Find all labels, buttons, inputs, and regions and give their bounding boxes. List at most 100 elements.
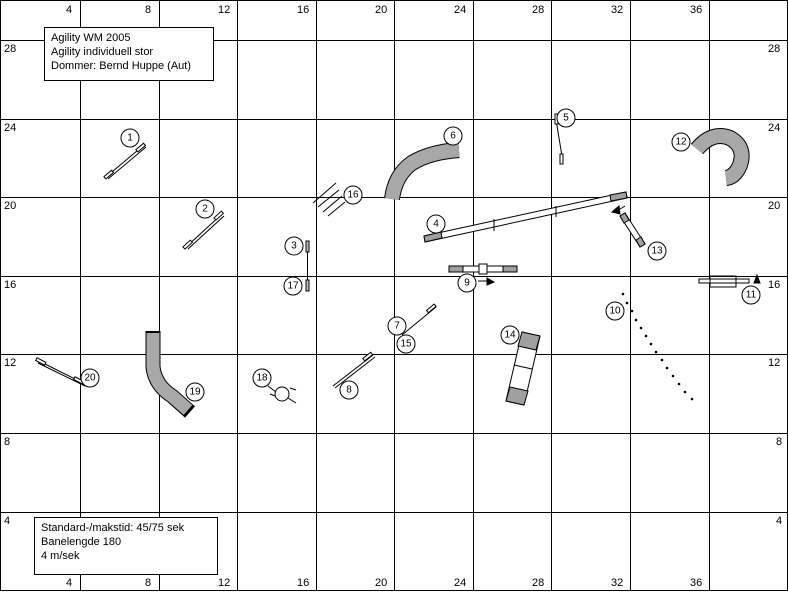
axis-left-label: 8 xyxy=(4,436,10,448)
aframe-13 xyxy=(610,205,646,248)
axis-left-label: 16 xyxy=(4,279,16,291)
axis-right-label: 8 xyxy=(776,436,782,448)
axis-top-label: 12 xyxy=(218,4,230,16)
obstacle-number-16: 16 xyxy=(343,185,363,205)
axis-top-label: 24 xyxy=(454,4,466,16)
axis-top-label: 32 xyxy=(611,4,623,16)
axis-left-label: 20 xyxy=(4,200,16,212)
tunnel-19 xyxy=(145,331,195,418)
jump-5 xyxy=(554,113,564,165)
obstacle-number-label: 18 xyxy=(256,373,268,384)
obstacle-number-7: 7 xyxy=(387,316,407,336)
axis-right: 28 24 20 16 12 8 4 xyxy=(768,43,782,527)
axis-bottom-label: 12 xyxy=(218,577,230,589)
obstacle-number-17: 17 xyxy=(283,276,303,296)
jump-17 xyxy=(305,252,310,292)
jump-7 xyxy=(401,303,437,336)
obstacle-number-label: 5 xyxy=(563,113,569,124)
axis-right-label: 24 xyxy=(768,122,780,134)
axis-top: 4 8 12 16 20 24 28 32 36 xyxy=(66,4,702,16)
axis-bottom-label: 16 xyxy=(297,577,309,589)
obstacle-number-label: 9 xyxy=(464,278,470,289)
axis-right-label: 20 xyxy=(768,200,780,212)
obstacle-number-label: 6 xyxy=(450,131,456,142)
obstacle-number-label: 20 xyxy=(84,373,96,384)
obstacle-number-label: 10 xyxy=(609,306,621,317)
obstacle-number-4: 4 xyxy=(426,214,446,234)
obstacle-number-10: 10 xyxy=(605,301,625,321)
obstacle-number-label: 4 xyxy=(433,219,439,230)
wall-14 xyxy=(505,331,541,406)
course-stats-box: Standard-/makstid: 45/75 sek Banelengde … xyxy=(34,517,218,575)
obstacle-number-2: 2 xyxy=(195,199,215,219)
obstacle-number-9: 9 xyxy=(457,273,477,293)
axis-bottom-label: 24 xyxy=(454,577,466,589)
jump-16 xyxy=(312,182,346,217)
obstacle-number-label: 3 xyxy=(291,241,297,252)
dogwalk-4 xyxy=(423,191,628,243)
axis-left-label: 4 xyxy=(4,515,10,527)
tunnel-12 xyxy=(690,128,750,186)
axis-bottom-label: 8 xyxy=(145,577,151,589)
obstacle-number-label: 16 xyxy=(347,190,359,201)
tire-18 xyxy=(267,385,297,404)
jump-8 xyxy=(332,351,376,389)
axis-left-label: 28 xyxy=(4,43,16,55)
tunnel-6 xyxy=(384,142,460,201)
standard-time: Standard-/makstid: 45/75 sek xyxy=(41,522,185,534)
seesaw-9 xyxy=(448,263,518,286)
axis-right-label: 12 xyxy=(768,357,780,369)
obstacle-number-18: 18 xyxy=(252,368,272,388)
weave-10 xyxy=(621,292,694,401)
axis-right-label: 28 xyxy=(768,43,780,55)
obstacle-number-15: 15 xyxy=(396,334,416,354)
axis-left-label: 12 xyxy=(4,357,16,369)
obstacle-number-20: 20 xyxy=(80,368,100,388)
obstacle-number-label: 7 xyxy=(394,321,400,332)
obstacle-numbers: 1 2 3 4 5 6 7 8 9 10 11 12 13 14 15 16 1… xyxy=(80,108,761,402)
course-length: Banelengde 180 xyxy=(41,536,122,548)
axis-top-label: 4 xyxy=(66,4,72,16)
event-title: Agility WM 2005 xyxy=(51,32,131,44)
jump-1 xyxy=(103,142,147,180)
obstacle-number-19: 19 xyxy=(185,382,205,402)
axis-bottom-label: 36 xyxy=(690,577,702,589)
obstacle-number-label: 19 xyxy=(189,387,201,398)
axis-top-label: 28 xyxy=(532,4,544,16)
axis-left: 28 24 20 16 12 8 4 xyxy=(4,43,16,527)
jump-20 xyxy=(34,357,86,387)
obstacle-number-1: 1 xyxy=(120,128,140,148)
axis-right-label: 4 xyxy=(776,515,782,527)
axis-bottom-label: 28 xyxy=(532,577,544,589)
axis-bottom: 4 8 12 16 20 24 28 32 36 xyxy=(66,577,702,589)
obstacle-number-8: 8 xyxy=(339,380,359,400)
obstacle-number-13: 13 xyxy=(647,241,667,261)
axis-bottom-label: 20 xyxy=(375,577,387,589)
obstacle-number-5: 5 xyxy=(556,108,576,128)
jump-2 xyxy=(182,210,225,250)
obstacle-number-3: 3 xyxy=(284,236,304,256)
obstacle-number-11: 11 xyxy=(741,285,761,305)
judge-name: Dommer: Bernd Huppe (Aut) xyxy=(51,60,191,72)
obstacle-number-label: 13 xyxy=(651,246,663,257)
obstacle-number-label: 2 xyxy=(202,204,208,215)
obstacle-number-label: 12 xyxy=(675,137,687,148)
obstacle-number-label: 15 xyxy=(400,339,412,350)
axis-top-label: 36 xyxy=(690,4,702,16)
axis-bottom-label: 32 xyxy=(611,577,623,589)
course-info-box: Agility WM 2005 Agility individuell stor… xyxy=(44,27,214,81)
axis-right-label: 16 xyxy=(768,279,780,291)
course-speed: 4 m/sek xyxy=(41,550,80,562)
axis-top-label: 8 xyxy=(145,4,151,16)
obstacle-number-label: 14 xyxy=(504,330,516,341)
class-name: Agility individuell stor xyxy=(51,46,154,58)
obstacle-number-6: 6 xyxy=(443,126,463,146)
obstacle-number-label: 1 xyxy=(127,133,133,144)
axis-left-label: 24 xyxy=(4,122,16,134)
axis-top-label: 16 xyxy=(297,4,309,16)
axis-bottom-label: 4 xyxy=(66,577,72,589)
jump-3 xyxy=(305,240,310,253)
axis-top-label: 20 xyxy=(375,4,387,16)
obstacle-number-14: 14 xyxy=(500,325,520,345)
